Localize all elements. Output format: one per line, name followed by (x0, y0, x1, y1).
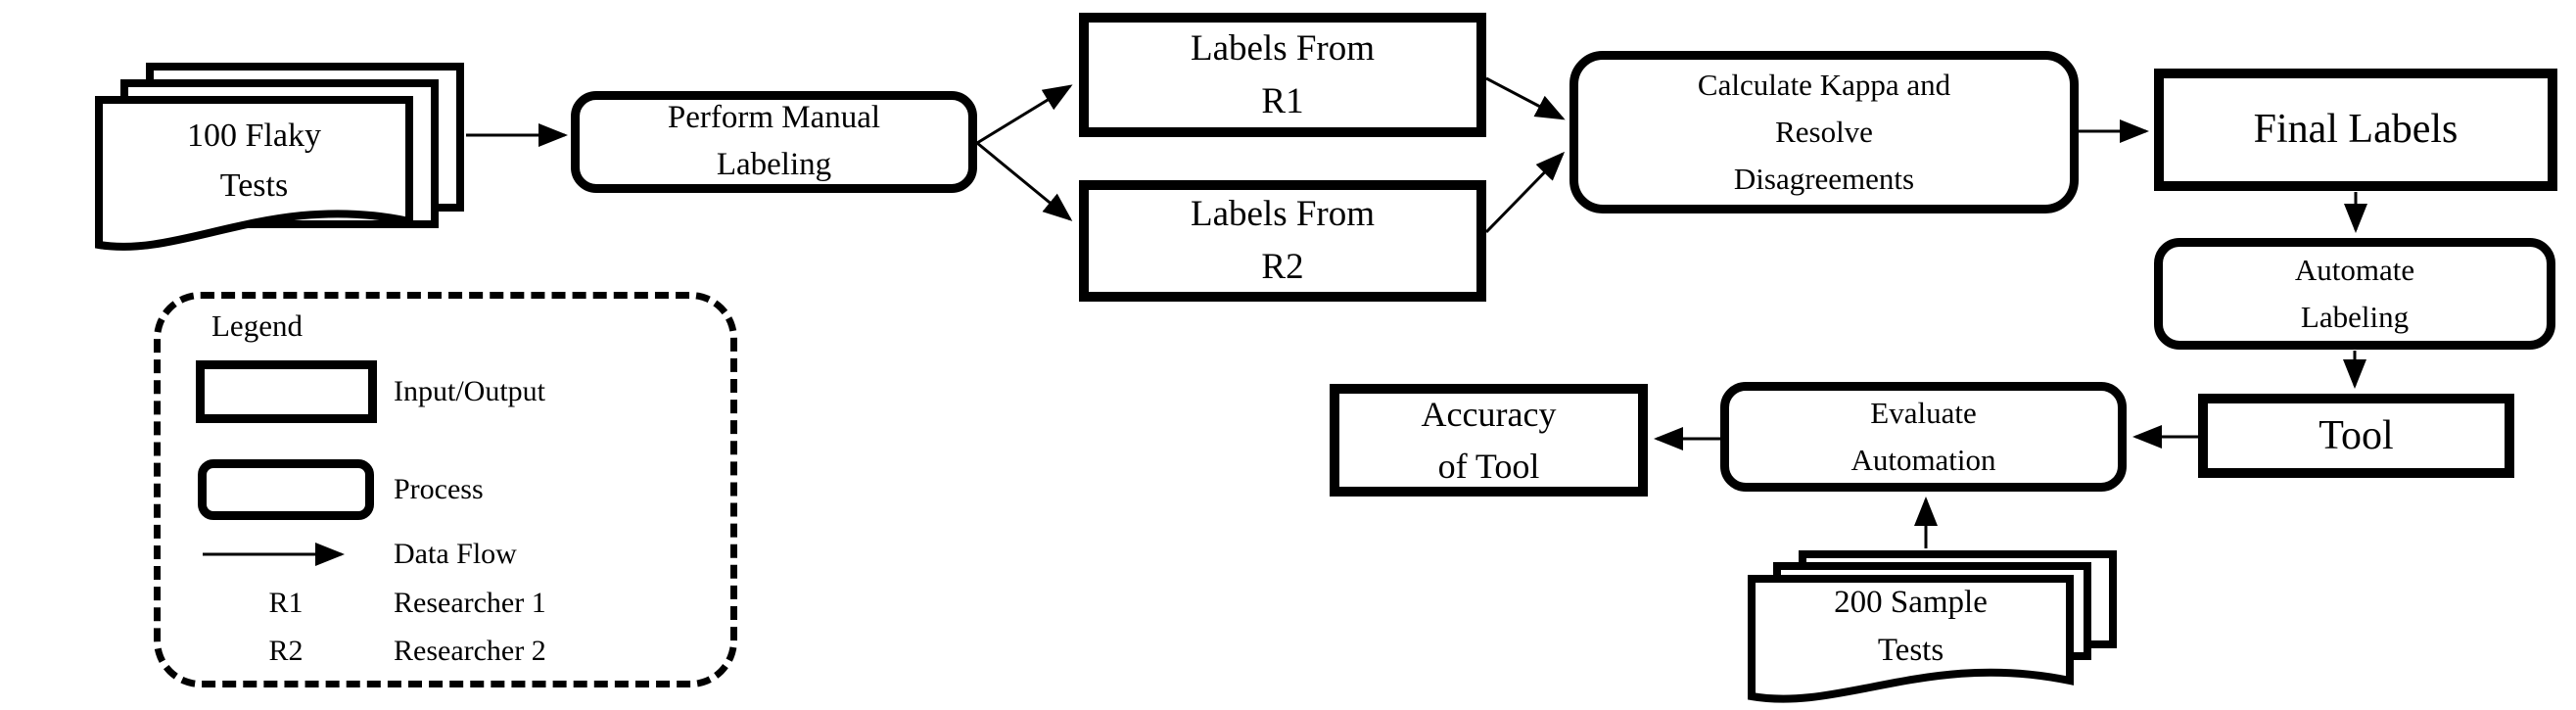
legend-item-r1: R1 Researcher 1 (178, 580, 719, 627)
legend-item-data-flow: Data Flow (178, 531, 719, 578)
legend-item-label: Process (394, 473, 484, 505)
node-label: Labeling (716, 147, 832, 182)
node-label: of Tool (1437, 446, 1540, 486)
legend-item-label: Data Flow (394, 538, 517, 570)
legend-title: Legend (211, 308, 303, 343)
node-label: Evaluate (1870, 395, 1977, 430)
legend-key-r2: R2 (268, 635, 304, 667)
arrow-manual-labeling-to-labels-r1 (976, 84, 1073, 145)
node-tool: Tool (2198, 394, 2514, 478)
node-final-labels: Final Labels (2154, 69, 2557, 191)
node-perform-manual-labeling: Perform Manual Labeling (571, 91, 977, 193)
node-label: 200 Sample (1834, 584, 1988, 620)
document-stack-shape (95, 63, 464, 251)
node-label: Labels From (1190, 194, 1376, 235)
node-label: R2 (1261, 247, 1304, 287)
node-label: Tests (219, 167, 289, 204)
node-evaluate-automation: Evaluate Automation (1720, 382, 2127, 492)
arrow-labels-r1-to-kappa (1485, 76, 1566, 120)
arrow-labels-r2-to-kappa (1484, 151, 1566, 234)
node-label: Disagreements (1733, 162, 1915, 197)
node-label: Calculate Kappa and (1697, 67, 1951, 102)
arrow-manual-labeling-to-labels-r2 (976, 141, 1073, 221)
node-100-flaky-tests: 100 Flaky Tests (95, 63, 467, 263)
node-label: Labeling (2300, 300, 2410, 334)
node-label: Final Labels (2253, 107, 2459, 152)
data-flow-arrow-icon (203, 543, 345, 566)
input-output-swatch-icon (195, 360, 377, 423)
legend-item-r2: R2 Researcher 2 (178, 628, 719, 675)
node-label: Tool (2318, 412, 2394, 458)
node-accuracy-of-tool: Accuracy of Tool (1330, 384, 1648, 497)
node-label: Automate (2294, 252, 2415, 287)
node-label: Accuracy (1421, 395, 1557, 435)
node-label: Resolve (1775, 114, 1873, 149)
node-automate-labeling: Automate Labeling (2154, 238, 2555, 350)
legend-item-input-output: Input/Output (178, 351, 719, 433)
node-calculate-kappa: Calculate Kappa and Resolve Disagreement… (1569, 51, 2079, 213)
node-200-sample-tests: 200 Sample Tests (1748, 550, 2130, 709)
legend-key-r1: R1 (268, 587, 304, 619)
legend-item-label: Input/Output (394, 375, 545, 407)
node-labels-from-r2: Labels From R2 (1079, 180, 1486, 302)
node-label: Automation (1850, 443, 1996, 477)
legend-item-label: Researcher 2 (394, 635, 546, 667)
document-stack-shape (1748, 550, 2117, 703)
node-label: Tests (1877, 633, 1944, 668)
legend-box: Legend Input/Output Process (154, 292, 737, 687)
node-label: Labels From (1190, 27, 1376, 69)
process-swatch-icon (198, 459, 374, 520)
legend-item-label: Researcher 1 (394, 587, 546, 619)
node-label: 100 Flaky (187, 118, 321, 154)
legend-item-process: Process (178, 449, 719, 531)
node-label: Perform Manual (667, 100, 881, 136)
node-label: R1 (1261, 80, 1304, 121)
node-labels-from-r1: Labels From R1 (1079, 13, 1486, 137)
